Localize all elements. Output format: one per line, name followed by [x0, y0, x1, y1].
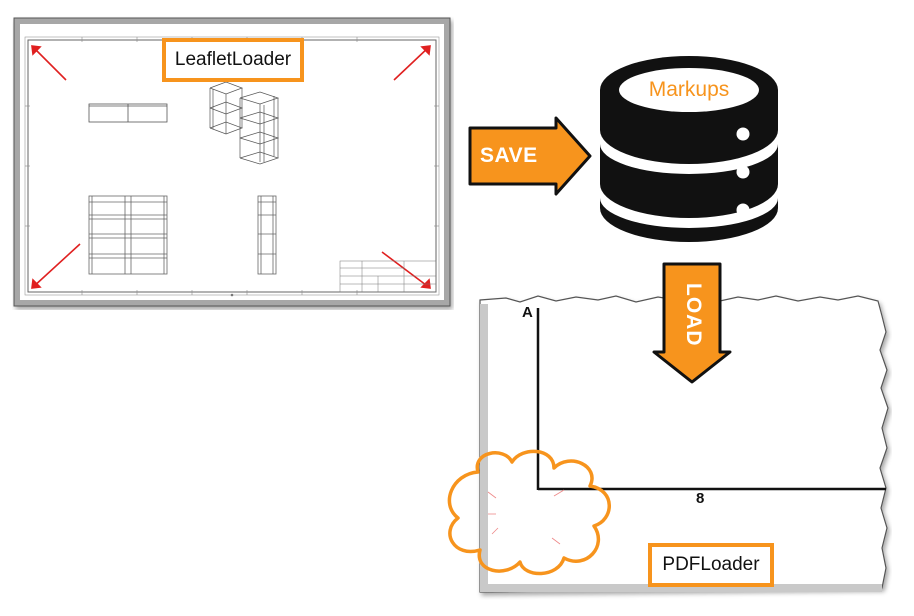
sheet-center-mark [230, 293, 234, 297]
markups-database: Markups [596, 48, 782, 244]
right-arrow-icon [468, 116, 592, 196]
pdf-row-letter: A [522, 304, 533, 321]
load-arrow: LOAD [650, 260, 734, 386]
load-arrow-label: LOAD [682, 283, 705, 347]
torn-paper-edge [479, 294, 889, 593]
pdf-loader-label: PDFLoader [648, 543, 774, 587]
database-icon [600, 56, 778, 242]
cloud-markup [440, 446, 620, 580]
drawing-side-elevation [257, 195, 277, 275]
pdf-viewer-panel: A 8 [476, 292, 892, 600]
save-arrow-label: SAVE [480, 144, 538, 167]
drawing-isometric-shelf [209, 81, 280, 165]
drawing-front-elevation [88, 195, 168, 275]
corner-markup-arrows [31, 45, 431, 289]
title-block [339, 260, 437, 293]
down-arrow-icon [652, 262, 732, 384]
bottom-frame-strip [480, 584, 882, 592]
drawing-top-view [88, 103, 168, 123]
save-arrow: SAVE [466, 116, 596, 196]
cloud-markup-icon [447, 449, 611, 576]
database-label: Markups [648, 78, 730, 101]
faint-markup-ticks [487, 489, 565, 545]
leaflet-loader-label: LeafletLoader [162, 38, 304, 82]
left-frame-strip [480, 304, 488, 592]
pdf-column-number: 8 [696, 490, 705, 507]
